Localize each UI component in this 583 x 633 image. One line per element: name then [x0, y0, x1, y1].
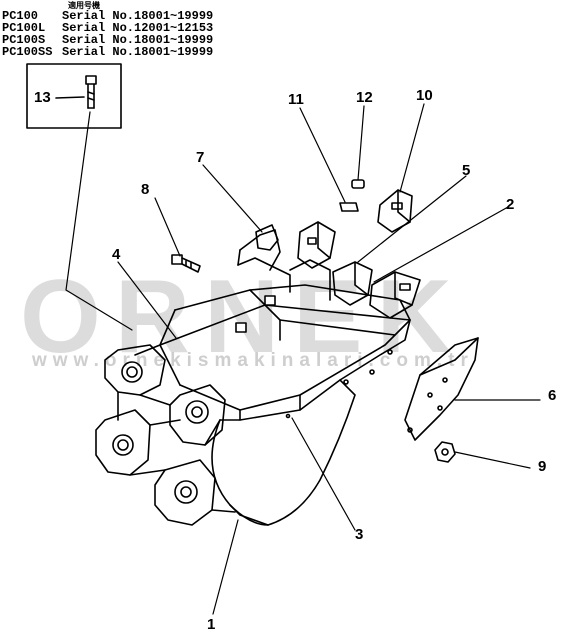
lock-12 [351, 179, 365, 189]
callout-2: 2 [506, 196, 515, 213]
leader-8 [154, 197, 181, 257]
model-name: PC100L [2, 21, 46, 35]
tooth-mid [297, 221, 336, 269]
callout-10: 10 [416, 87, 433, 104]
model-name: PC100 [2, 9, 39, 23]
callout-4: 4 [112, 246, 121, 263]
leader-12 [357, 105, 365, 181]
leader-13 [55, 96, 85, 99]
callout-11: 11 [288, 91, 304, 108]
model-row: PC100SS [2, 46, 52, 58]
model-name: PC100SS [2, 45, 53, 59]
serial-range: Serial No.18001~19999 [62, 9, 214, 23]
tooth-left [255, 224, 279, 251]
watermark-url: www.ornekismakinalari.com.tr [32, 350, 474, 371]
callout-9: 9 [538, 458, 547, 475]
bolt-8 [171, 254, 201, 273]
callout-6: 6 [548, 387, 557, 404]
nut-9 [434, 441, 456, 463]
leader-1 [212, 519, 239, 615]
callout-8: 8 [141, 181, 150, 198]
bucket-body [95, 229, 411, 526]
tooth-5 [332, 261, 373, 306]
pin-11 [339, 202, 359, 212]
serial-range: Serial No.18001~19999 [62, 33, 214, 47]
serial-range: Serial No.18001~19999 [62, 45, 214, 59]
leader-2 [373, 206, 509, 283]
callout-1: 1 [207, 616, 216, 633]
detail-box [26, 63, 122, 129]
callout-3: 3 [355, 526, 364, 543]
bolt-13 [85, 75, 97, 109]
callout-13: 13 [34, 89, 51, 106]
callout-12: 12 [356, 89, 373, 106]
model-row: PC100 [2, 10, 38, 22]
side-cutter-6 [404, 337, 479, 441]
serial-range: Serial No.12001~12153 [62, 21, 214, 35]
tooth-2 [369, 271, 421, 319]
model-row: PC100S [2, 34, 45, 46]
leader-10 [399, 103, 425, 193]
leader-11 [299, 107, 346, 203]
leader-9 [454, 451, 531, 469]
model-name: PC100S [2, 33, 46, 47]
applicable-models-label: 適用号機 [68, 2, 100, 11]
leader-3 [291, 417, 356, 531]
tooth-10 [377, 189, 413, 233]
model-row: PC100L [2, 22, 45, 34]
leader-13-to-bucket [65, 111, 133, 331]
callout-7: 7 [196, 149, 205, 166]
leader-5 [357, 175, 467, 263]
leader-4 [117, 261, 177, 339]
leader-7 [202, 164, 263, 233]
callout-5: 5 [462, 162, 471, 179]
